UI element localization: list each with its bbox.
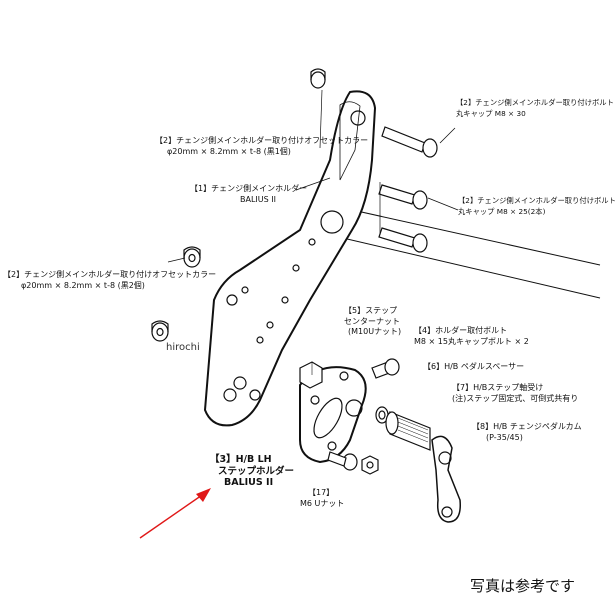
step-holder-plate [299, 366, 367, 464]
offset-collar-left-1 [183, 246, 201, 268]
frame-rail-upper [329, 204, 601, 266]
main-holder-hole-2 [320, 210, 344, 234]
diagram-drawing [139, 68, 601, 539]
bolt-m8x25-a [378, 184, 459, 211]
step-bearing-shaft [385, 411, 431, 451]
label-offset-collar-2: 【2】チェンジ側メインホルダー取り付けオフセットカラー φ20mm × 8.2m… [3, 270, 217, 290]
label-step-center-nut: 【5】ステップ センターナット (M10Uナット) [344, 306, 402, 336]
holder-bolt [371, 358, 400, 379]
change-pedal-cam [431, 435, 461, 523]
frame-rail-lower [329, 234, 601, 299]
label-change-pedal-cam: 【8】H/B チェンジペダルカム (P-35/45) [472, 422, 582, 442]
label-step-bearing: 【7】H/Bステップ軸受け (注)ステップ固定式、可倒式共有り [452, 383, 579, 403]
red-pointer-arrow [139, 488, 211, 539]
main-holder-plate [203, 90, 377, 427]
label-bolt-m8x25: 【2】チェンジ側メインホルダー取り付けボルト 丸キャップ M8 × 25(2本) [458, 196, 616, 216]
label-pedal-spacer: 【6】H/B ペダルスペーサー [423, 362, 525, 371]
main-holder-hole-1 [350, 110, 366, 126]
label-holder-bolt: 【4】ホルダー取付ボルト M8 × 15丸キャップボルト × 2 [414, 326, 529, 346]
m6-nut [361, 455, 379, 475]
bolt-m8x30 [381, 126, 456, 158]
label-main-holder: 【1】チェンジ側メインホルダー BALIUS II [190, 184, 308, 204]
offset-collar-top [310, 68, 326, 89]
reference-photo-note: 写真は参考です [470, 577, 576, 595]
label-m6-nut: 【17】 M6 Uナット [300, 488, 345, 508]
step-center-nut [299, 361, 323, 389]
step-holder-bolt [327, 451, 358, 471]
label-step-holder: 【3】H/B LH ステップホルダー BALIUS II [210, 454, 295, 488]
label-bolt-m8x30: 【2】チェンジ側メインホルダー取り付けボルト 丸キャップ M8 × 30 [456, 98, 614, 118]
main-holder-hole-3 [233, 376, 247, 390]
bolt-m8x25-b [378, 227, 428, 253]
label-offset-collar-1: 【2】チェンジ側メインホルダー取り付けオフセットカラー φ20mm × 8.2m… [155, 136, 369, 156]
exploded-diagram: 【2】チェンジ側メインホルダー取り付けオフセットカラー φ20mm × 8.2m… [3, 68, 616, 595]
watermark: hirochi [166, 342, 200, 353]
offset-collar-left-2 [151, 320, 169, 342]
